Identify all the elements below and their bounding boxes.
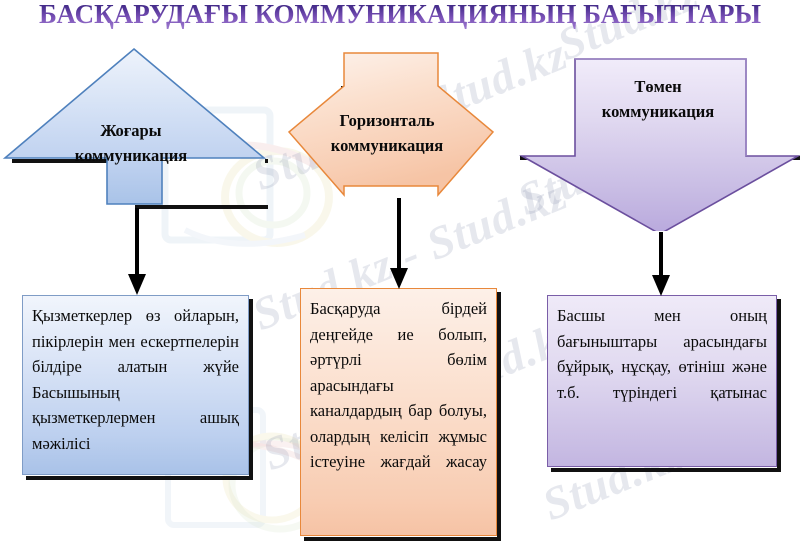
arrow-left-right-icon [287,52,495,197]
shape-horizontal-arrow [286,50,530,215]
arrow-down-icon [518,58,800,231]
arrow-down-connector-icon [652,232,670,296]
connector-right [649,232,673,302]
text-box-upward-communication: Қызметкерлер өз ойларын, пікірлерін мен … [22,295,249,475]
shape-down-arrow [518,56,800,231]
box-mid-shadow [304,537,501,541]
arrow-down-connector-icon [128,208,146,295]
connector-left [125,208,149,301]
page-title: БАСҚАРУДАҒЫ КОММУНИКАЦИЯНЫҢ БАҒЫТТАРЫ [0,0,800,30]
box-left-shadow [26,476,253,480]
box-left-shadow-side [249,299,253,476]
connector-mid [387,198,411,295]
arrow-up-icon [2,47,268,209]
text-box-horizontal-communication: Басқаруда бірдей деңгейде ие болып, әртү… [300,288,497,536]
arrow-down-connector-icon [390,198,408,289]
box-right-shadow-side [777,299,781,468]
text-box-downward-communication: Басшы мен оның бағыныштары арасындағы бұ… [547,295,777,467]
shape-up-arrow [2,47,268,212]
box-mid-shadow-side [497,292,501,537]
box-right-shadow [551,468,781,472]
